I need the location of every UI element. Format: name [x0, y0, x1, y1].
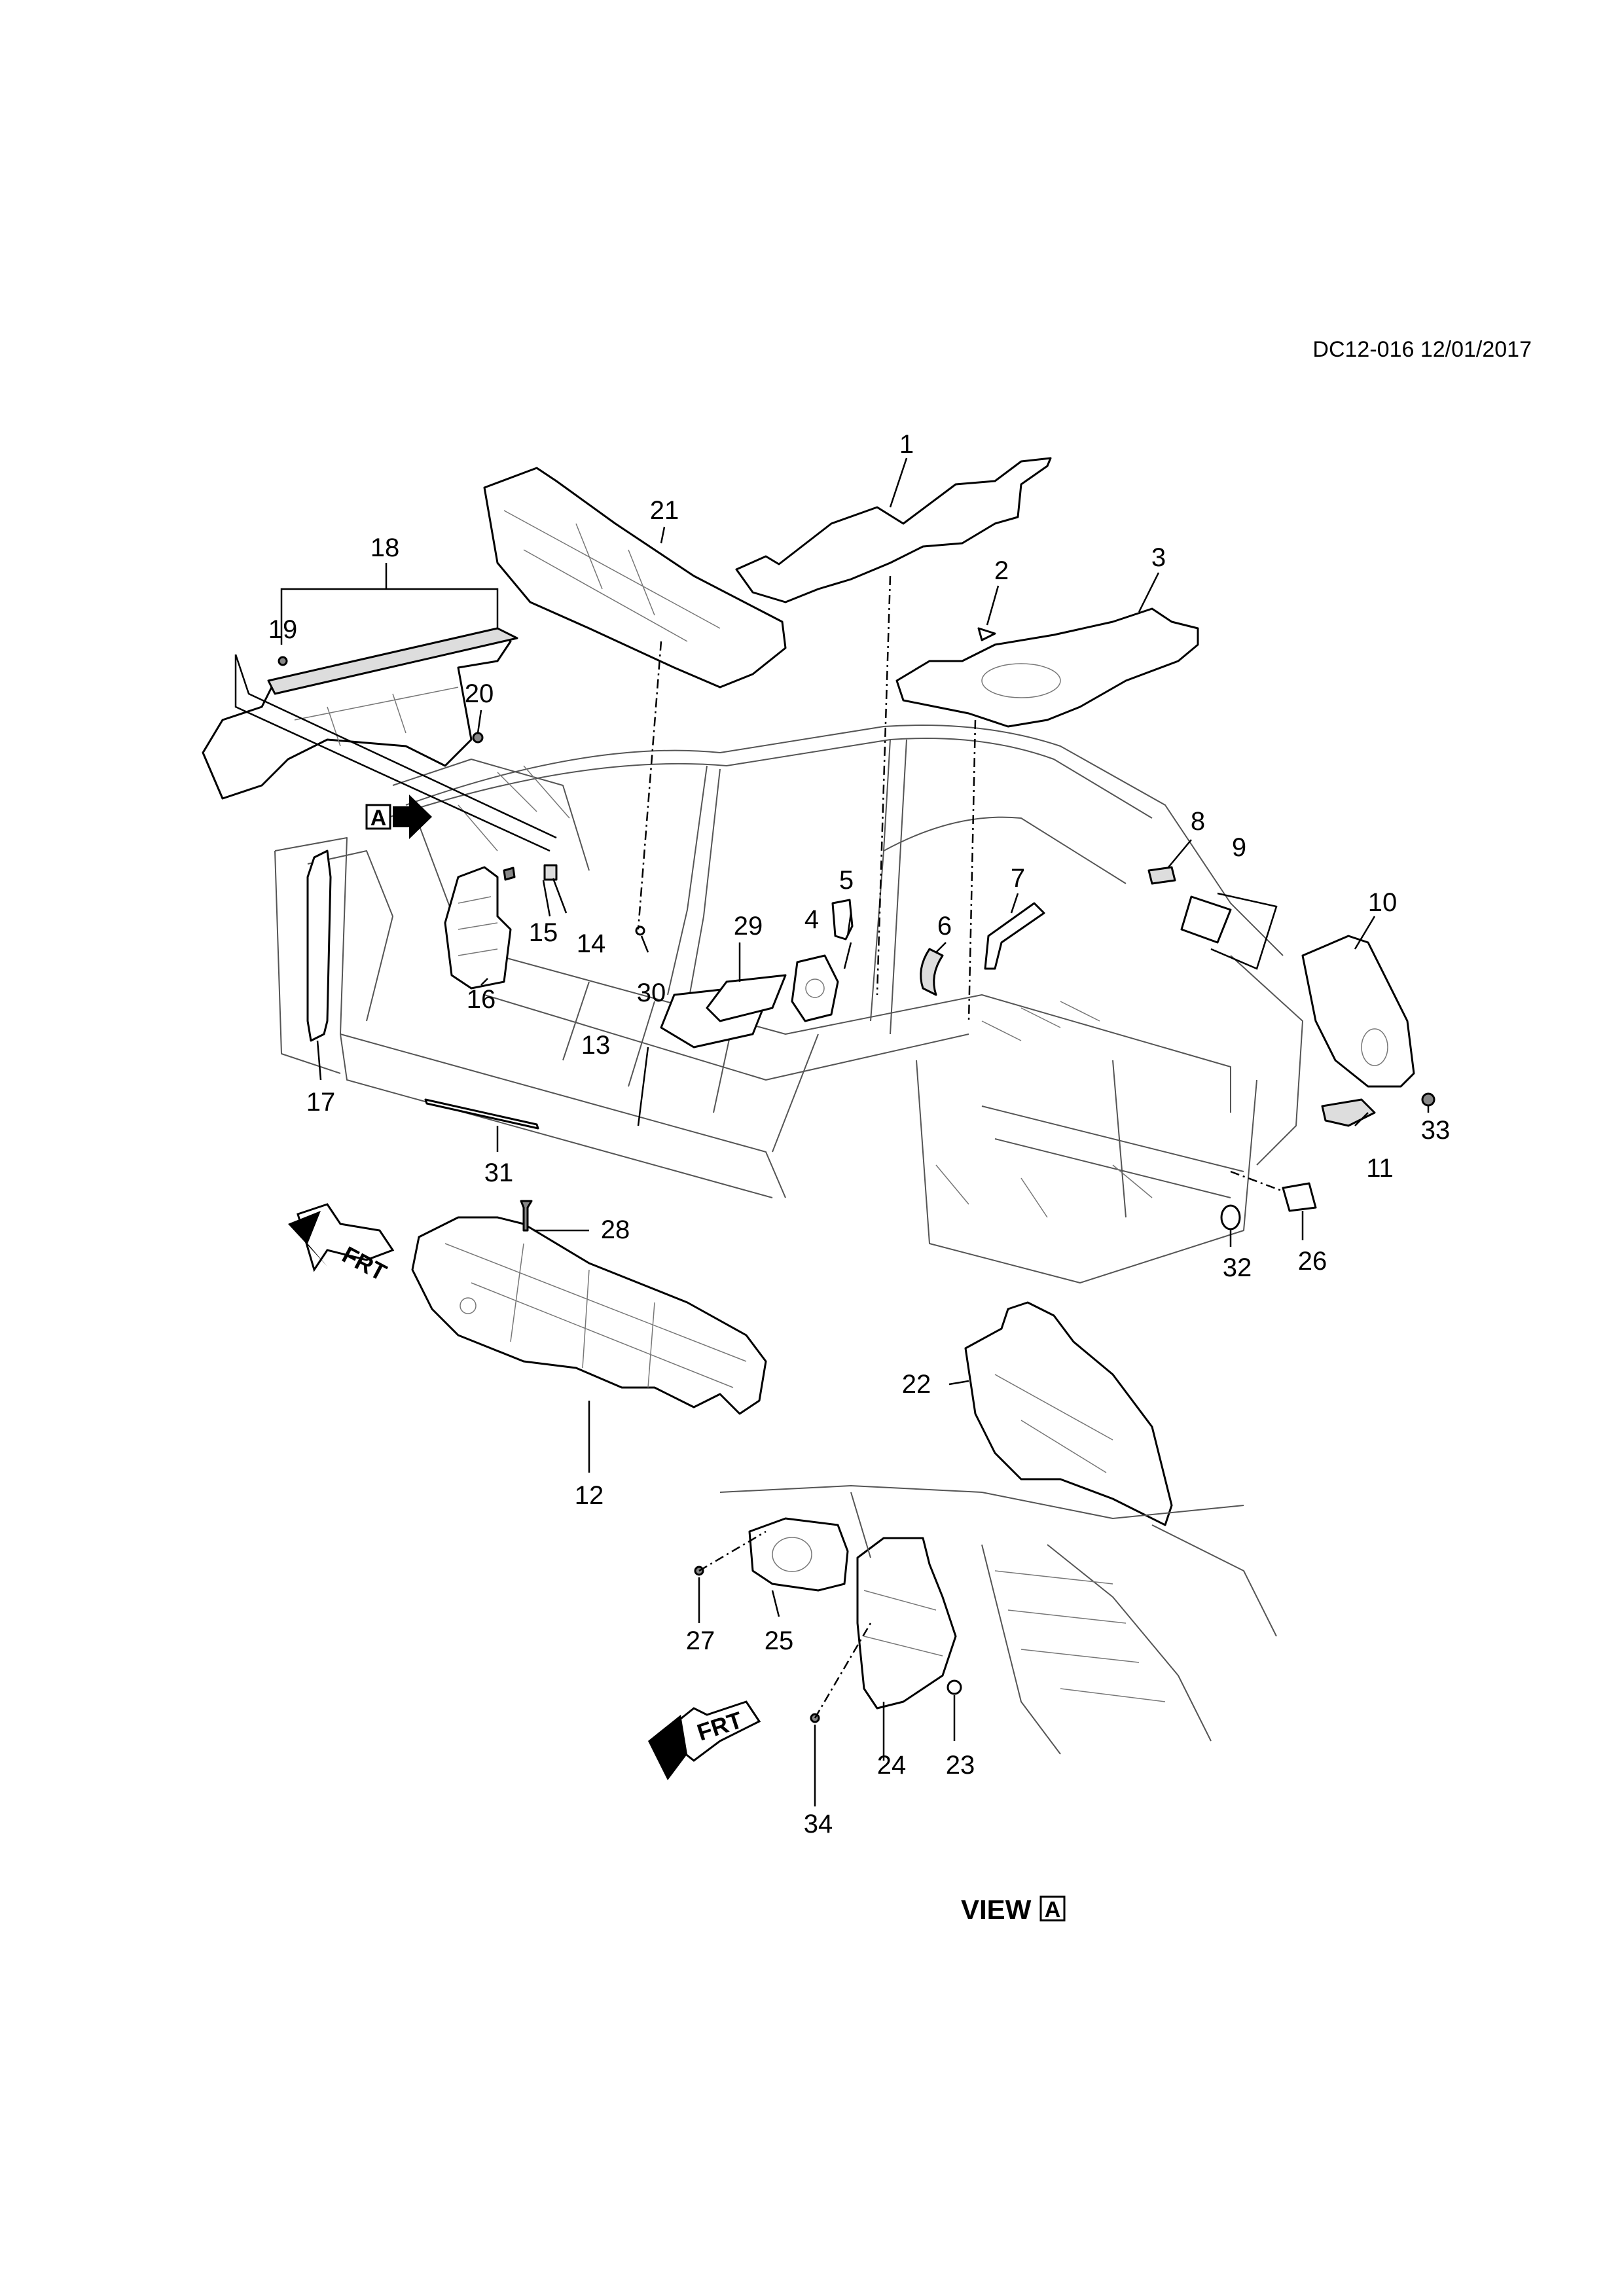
callout-26: 26 [1298, 1247, 1327, 1276]
part-12-tunnel-insulator [411, 1216, 767, 1415]
part-18-dash-panel-insulator [202, 627, 512, 800]
part-4-pillar-panel-insulator [791, 954, 839, 1022]
part-20-nut [472, 732, 484, 744]
callout-18: 18 [370, 533, 400, 562]
callout-14: 14 [577, 929, 606, 958]
callout-1: 1 [899, 430, 914, 459]
callout-27: 27 [686, 1626, 715, 1655]
view-a-marker-letter: A [370, 806, 387, 831]
callout-24: 24 [877, 1751, 907, 1780]
part-2-retainer [977, 627, 996, 641]
part-16-cowl-side-insulator [444, 866, 512, 990]
part-29-pad-set [706, 974, 787, 1022]
part-17-seal-strip [306, 850, 332, 1042]
part-25-dash-insulator-side [748, 1517, 849, 1592]
part-32-ring-seal [1220, 1204, 1241, 1230]
part-23-grommet [947, 1679, 962, 1695]
view-a-caption: VIEW A [961, 1894, 1066, 1925]
callout-2: 2 [994, 556, 1009, 585]
view-a-body-structure [719, 1485, 1277, 1755]
callout-21: 21 [650, 496, 679, 525]
view-a-marker: A [365, 795, 432, 839]
callout-6: 6 [937, 912, 952, 941]
callout-34: 34 [804, 1810, 833, 1839]
part-1-floor-insulator-front [735, 457, 1052, 603]
callout-5: 5 [839, 866, 854, 895]
callout-9: 9 [1232, 833, 1246, 862]
part-15-retainer-clip [503, 867, 516, 881]
callout-20: 20 [465, 679, 494, 708]
frt-arrow-lower: FRT [648, 1700, 761, 1780]
callout-16: 16 [467, 985, 496, 1014]
vehicle-body-structure [274, 725, 1303, 1283]
callout-3: 3 [1151, 543, 1166, 572]
view-caption-letter: A [1045, 1897, 1061, 1922]
callout-19: 19 [268, 615, 298, 644]
callout-labels: 1 2 3 4 5 6 7 8 9 10 11 12 13 14 15 16 1… [268, 430, 1451, 1839]
callout-15: 15 [529, 918, 558, 947]
callout-11: 11 [1366, 1154, 1394, 1183]
callout-29: 29 [734, 912, 763, 941]
document-id: DC12-016 12/01/2017 [1312, 337, 1532, 362]
callout-17: 17 [306, 1088, 336, 1117]
part-14-plug [543, 864, 558, 881]
callout-25: 25 [765, 1626, 794, 1655]
frt-arrow-upper: FRT [288, 1203, 395, 1286]
callout-22: 22 [902, 1370, 931, 1399]
part-24-dash-insulator-lower [856, 1537, 957, 1710]
view-caption-word: VIEW [961, 1894, 1032, 1925]
callout-12: 12 [575, 1481, 604, 1510]
part-30-plug-small [635, 925, 645, 936]
part-28-push-retainer [520, 1200, 533, 1232]
callout-10: 10 [1368, 888, 1398, 917]
part-10-rear-compartment-insulator [1301, 935, 1415, 1088]
callout-31: 31 [484, 1158, 514, 1187]
part-9-panel-pad [1180, 895, 1232, 944]
part-7-rail-insulator [984, 902, 1045, 970]
callout-4: 4 [804, 905, 819, 934]
callout-8: 8 [1191, 807, 1205, 836]
callout-33: 33 [1421, 1116, 1451, 1145]
callout-13: 13 [581, 1031, 611, 1060]
part-11-bracket [1321, 1098, 1376, 1127]
callout-23: 23 [946, 1751, 975, 1780]
part-18-strip [267, 627, 518, 695]
part-19-push-pin [278, 656, 288, 666]
callout-30: 30 [637, 978, 666, 1007]
part-22-dash-insulator-upper [964, 1301, 1173, 1526]
part-31-rocker-strip [424, 1098, 539, 1130]
part-21-dash-insulator-outer [483, 467, 787, 689]
callout-32: 32 [1223, 1253, 1252, 1282]
part-6-wheelhouse-insulator [920, 948, 944, 996]
callout-7: 7 [1011, 864, 1025, 893]
part-8-clip [1147, 866, 1176, 885]
part-33-nut-rear [1421, 1092, 1435, 1107]
callout-28: 28 [601, 1215, 630, 1244]
leader-lines [234, 457, 1430, 1806]
part-5-pillar-bracket [831, 899, 854, 941]
part-26-tape-patch [1282, 1182, 1317, 1212]
